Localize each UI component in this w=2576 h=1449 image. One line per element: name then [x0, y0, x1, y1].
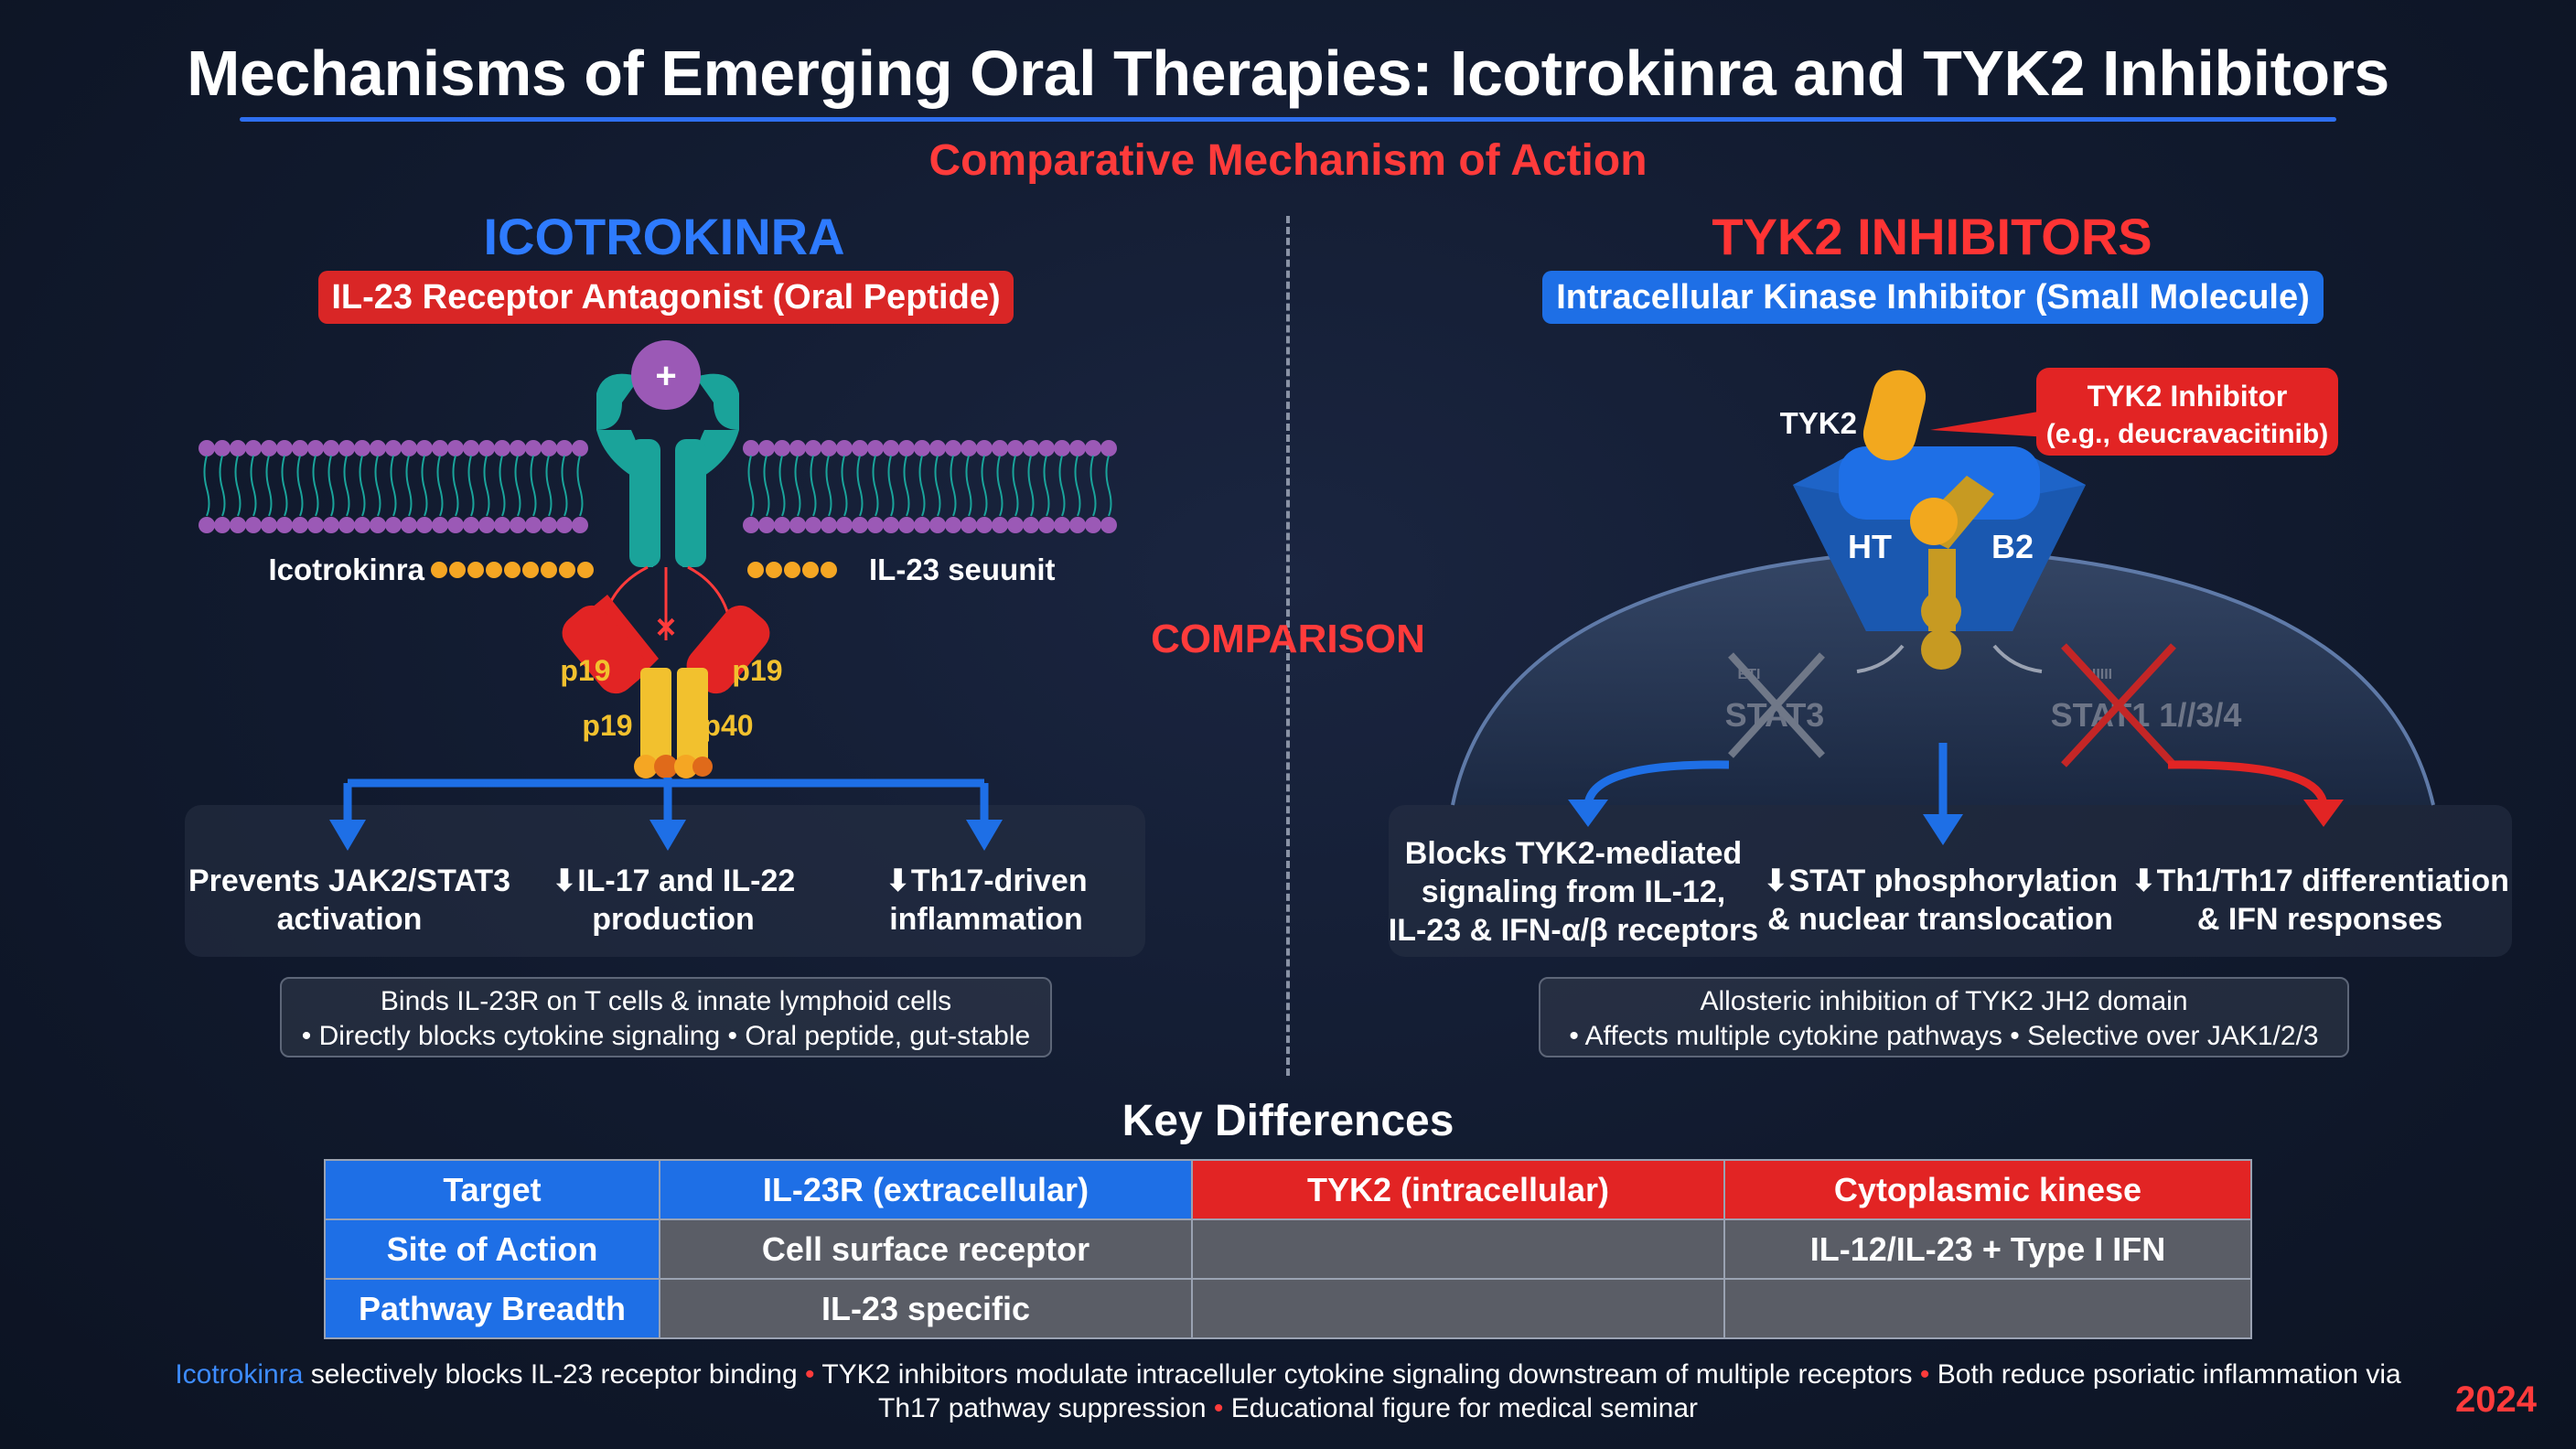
left-outcome-2: ⬇IL-17 and IL-22 production	[551, 864, 796, 937]
table-cell: Cell surface receptor	[659, 1218, 1193, 1280]
label-p19-left: p19	[560, 654, 610, 687]
label-b2: B2	[1991, 528, 2034, 565]
label-stat-right: STAT1 1//3/4	[2051, 696, 2242, 734]
table-cell-icon	[1723, 1278, 2252, 1339]
left-outcome-1: Prevents JAK2/STAT3 activation	[188, 864, 511, 937]
footer-bullet: •	[805, 1359, 815, 1390]
cell-membrane	[199, 440, 1117, 533]
footer-bullet: •	[1213, 1393, 1224, 1423]
drug-plus-icon	[631, 340, 701, 410]
right-outcome-2: ⬇STAT phosphorylation & nuclear transloc…	[1763, 864, 2118, 937]
table-row: Target IL-23R (extracellular) TYK2 (intr…	[324, 1159, 2252, 1220]
page-title: Mechanisms of Emerging Oral Therapies: I…	[187, 38, 2389, 109]
label-icotrokinra: Icotrokinra	[268, 553, 424, 586]
label-tyk2: TYK2	[1780, 406, 1857, 440]
right-outcome-1: Blocks TYK2-mediated signaling from IL-1…	[1388, 836, 1759, 948]
table-cell: Cytoplasmic kinese	[1723, 1159, 2252, 1220]
table-row: Site of Action Cell surface receptor IL-…	[324, 1218, 2252, 1280]
tyk2-inhibitor-molecule	[1862, 370, 1927, 461]
label-p40: p40	[703, 709, 753, 742]
il23-cytokine	[562, 595, 770, 778]
tyk2-complex	[1793, 446, 2086, 631]
key-differences-title: Key Differences	[1122, 1097, 1454, 1145]
table-row: Pathway Breadth IL-23 specific	[324, 1278, 2252, 1339]
footer-drug: Icotrokinra	[175, 1359, 304, 1390]
left-info-line1: Binds IL-23R on T cells & innate lymphoi…	[380, 986, 952, 1016]
footer-part5: Educational figure for medical seminar	[1223, 1393, 1698, 1423]
footer-bullet: •	[1919, 1359, 1930, 1390]
table-cell: TYK2 (intracellular)	[1191, 1159, 1725, 1220]
table-cell: Target	[324, 1159, 660, 1220]
callout-line1: TYK2 Inhibitor	[2088, 380, 2288, 413]
table-cell: IL-12/IL-23 + Type I IFN	[1723, 1218, 2252, 1280]
page-subtitle: Comparative Mechanism of Action	[928, 136, 1648, 185]
left-info-box: Binds IL-23R on T cells & innate lymphoi…	[280, 977, 1052, 1057]
table-cell-icon	[1191, 1278, 1725, 1339]
footer-part2: TYK2 inhibitors modulate intracelluler c…	[814, 1359, 1920, 1390]
il23-subunit-chain	[747, 562, 837, 578]
footer-note: Icotrokinra selectively blocks IL-23 rec…	[137, 1358, 2439, 1425]
footer-part4: Th17 pathway suppression	[878, 1393, 1214, 1423]
key-differences-table: Target IL-23R (extracellular) TYK2 (intr…	[324, 1159, 2252, 1339]
title-underline	[240, 117, 2336, 122]
footer-part1: selectively blocks IL-23 receptor bindin…	[303, 1359, 806, 1390]
block-x-icon: ×	[656, 608, 676, 647]
table-cell: IL-23 specific	[659, 1278, 1193, 1339]
table-cell: Pathway Breadth	[324, 1278, 660, 1339]
plus-symbol: +	[655, 356, 676, 396]
left-signal-arrows	[343, 778, 989, 823]
left-heading: ICOTROKINRA	[483, 208, 845, 265]
label-ht: HT	[1848, 528, 1892, 565]
label-p19-right: p19	[732, 654, 782, 687]
right-heading: TYK2 INHIBITORS	[1712, 208, 2152, 265]
table-cell: IL-23R (extracellular)	[659, 1159, 1193, 1220]
right-outcome-3: ⬇Th1/Th17 differentiation & IFN response…	[2131, 864, 2509, 937]
table-cell-icon	[1191, 1218, 1725, 1280]
right-info-line1: Allosteric inhibition of TYK2 JH2 domain	[1700, 986, 2188, 1016]
right-class-pill: Intracellular Kinase Inhibitor (Small Mo…	[1542, 271, 2324, 324]
left-info-line2: • Directly blocks cytokine signaling • O…	[301, 1021, 1031, 1051]
right-info-line2: • Affects multiple cytokine pathways • S…	[1569, 1021, 2319, 1051]
year-label: 2024	[2455, 1379, 2537, 1420]
label-il23-subunit: IL-23 seuunit	[869, 553, 1056, 586]
label-p19-lower: p19	[582, 709, 632, 742]
table-cell: Site of Action	[324, 1218, 660, 1280]
cell-body	[1453, 549, 2433, 805]
callout-line2: (e.g., deucravacitinib)	[2046, 419, 2328, 449]
inhibitor-callout	[2036, 368, 2338, 456]
left-outcome-3: ⬇Th17-driven inflammation	[885, 864, 1088, 937]
il23-receptor	[596, 373, 739, 567]
comparison-label: COMPARISON	[1151, 617, 1425, 661]
center-divider	[1286, 216, 1290, 1076]
left-class-pill: IL-23 Receptor Antagonist (Oral Peptide)	[318, 271, 1014, 324]
icotrokinra-chain	[431, 562, 594, 578]
footer-part3: Both reduce psoriatic inflammation via	[1929, 1359, 2401, 1390]
right-info-box: Allosteric inhibition of TYK2 JH2 domain…	[1539, 977, 2349, 1057]
